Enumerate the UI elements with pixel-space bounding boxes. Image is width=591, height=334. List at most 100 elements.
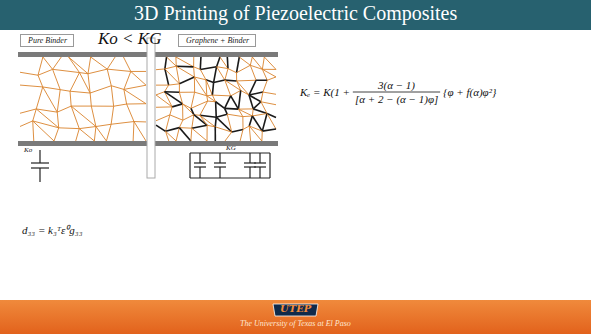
grain-boundary: [127, 104, 134, 122]
grain-boundary: [225, 96, 231, 108]
grain-boundary: [194, 67, 201, 70]
grain-boundary: [165, 57, 167, 69]
grain-boundary: [250, 65, 256, 80]
grain-boundary: [217, 57, 220, 67]
grain-boundary: [156, 125, 166, 131]
grain-boundary: [20, 121, 33, 127]
grain-boundary: [207, 125, 208, 141]
grain-boundary: [206, 80, 212, 95]
grain-boundary: [179, 84, 180, 92]
grain-boundary: [169, 84, 180, 85]
grain-boundary: [212, 83, 213, 96]
grain-boundary: [131, 71, 146, 85]
grain-boundary: [166, 131, 177, 141]
grain-boundary: [179, 92, 182, 104]
grain-boundary: [263, 92, 276, 94]
box-label: Pure Binder: [28, 36, 73, 45]
grain-boundary: [179, 120, 183, 127]
grain-boundary: [60, 90, 70, 92]
grain-boundary: [176, 57, 194, 67]
grain-boundary: [200, 101, 208, 115]
grain-boundary: [43, 87, 60, 90]
grain-boundary: [238, 109, 252, 116]
grain-boundary: [220, 57, 228, 69]
grain-boundary: [88, 69, 107, 74]
box-label: Graphene + Binder: [186, 36, 255, 45]
grain-boundary: [170, 107, 172, 115]
inequality: Ko < KG: [98, 29, 161, 49]
grain-boundary: [54, 128, 59, 141]
grain-boundary: [207, 96, 216, 102]
grain-boundary: [261, 131, 262, 141]
grain-boundary: [215, 102, 217, 117]
grain-boundary: [179, 92, 194, 93]
grain-boundary: [91, 106, 96, 126]
grain-boundary: [236, 73, 237, 81]
grain-boundary: [237, 81, 249, 95]
grain-boundary: [183, 104, 194, 115]
grain-boundary: [156, 95, 172, 107]
grain-boundary: [261, 102, 267, 114]
grain-boundary: [225, 108, 228, 114]
grain-boundary: [57, 90, 60, 112]
formula: d₃₃ = k₃ᵀε⁰g₃₃: [22, 222, 83, 237]
formula-denominator: [α + 2 − (α − 1)φ]: [355, 93, 438, 105]
grain-boundary: [250, 65, 262, 69]
grain-boundary: [212, 95, 230, 97]
grain-boundary: [176, 66, 179, 84]
grain-boundary: [43, 87, 57, 112]
grain-boundary: [111, 122, 134, 125]
grain-boundary: [199, 57, 201, 69]
grain-boundary: [262, 69, 276, 77]
grain-boundary: [212, 95, 215, 102]
grain-boundary: [242, 117, 243, 130]
grain-boundary: [107, 57, 115, 69]
grain-boundary: [91, 106, 113, 107]
grain-boundary: [267, 114, 276, 130]
grain-boundary: [111, 86, 124, 90]
grain-boundary: [217, 67, 225, 80]
grain-boundary: [107, 69, 131, 71]
grain-boundary: [70, 73, 79, 92]
grain-boundary: [90, 86, 111, 93]
grain-boundary: [164, 85, 168, 92]
grain-boundary: [79, 73, 88, 74]
grain-boundary: [262, 114, 267, 132]
grain-boundary: [134, 121, 146, 122]
logo-shape: [273, 304, 318, 316]
grain-boundary: [194, 77, 206, 96]
grain-boundary: [237, 80, 256, 82]
grain-boundary: [175, 57, 176, 66]
grain-boundary: [156, 92, 164, 95]
grain-boundary: [191, 108, 194, 114]
capacitance-label: Ko: [24, 146, 32, 154]
grain-boundary: [33, 121, 34, 141]
composite-panel: [156, 57, 276, 141]
grain-boundary: [190, 128, 192, 141]
grain-boundary: [249, 95, 261, 102]
grain-boundary: [214, 80, 225, 82]
grain-boundary: [131, 71, 146, 72]
formula-part: {φ + f(α)φ²}: [443, 86, 496, 98]
grain-boundary: [43, 57, 53, 69]
grain-boundary: [20, 109, 36, 113]
grain-boundary: [237, 57, 240, 73]
grain-boundary: [167, 57, 177, 66]
grain-boundary: [106, 124, 111, 141]
grain-boundary: [200, 67, 216, 70]
grain-boundary: [249, 92, 263, 95]
grain-boundary: [91, 57, 108, 69]
grain-boundary: [217, 67, 228, 69]
material-label-box: Graphene + Binder: [178, 34, 256, 47]
grain-boundary: [176, 128, 179, 141]
grain-network: [20, 57, 146, 141]
grain-boundary: [166, 115, 170, 131]
capacitance-label: KG: [226, 144, 236, 152]
grain-boundary: [70, 91, 90, 93]
grain-boundary: [133, 122, 135, 141]
grain-boundary: [59, 127, 80, 129]
formula-part: Kₑ = K(1 +: [300, 86, 350, 98]
grain-boundary: [262, 129, 276, 131]
grain-boundary: [194, 77, 195, 92]
